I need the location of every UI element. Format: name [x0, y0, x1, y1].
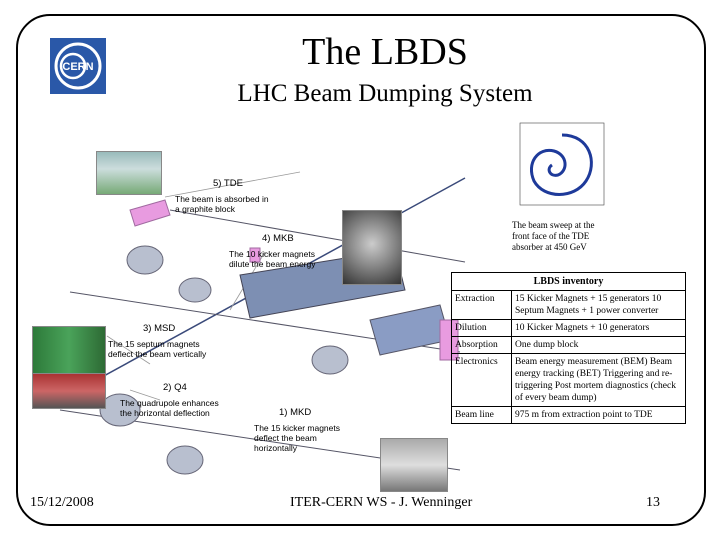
table-row: Electronics Beam energy measurement (BEM… — [451, 353, 686, 407]
inventory-heading: LBDS inventory — [451, 272, 686, 291]
row-key: Extraction — [451, 290, 512, 320]
mkb-title: 4) MKB — [262, 233, 294, 244]
tde-block — [129, 199, 171, 227]
pink-marker-2 — [249, 247, 261, 263]
slide-frame — [16, 14, 706, 526]
table-row: Absorption One dump block — [451, 336, 686, 354]
msd-desc: The 15 septum magnets deflect the beam v… — [108, 339, 207, 359]
page-subtitle: LHC Beam Dumping System — [237, 80, 533, 107]
mkd-photo — [380, 438, 448, 492]
beam-sweep-plot — [510, 115, 610, 215]
row-value: 975 m from extraction point to TDE — [511, 406, 686, 424]
logo-text: CERN — [62, 61, 93, 73]
page-number: 13 — [646, 495, 660, 510]
mkd-title: 1) MKD — [279, 407, 312, 418]
row-value: One dump block — [511, 336, 686, 354]
msd-title: 3) MSD — [143, 323, 176, 334]
tde-desc: The beam is absorbed in a graphite block — [175, 194, 269, 214]
magnet-ring-3 — [99, 393, 141, 427]
row-value: 10 Kicker Magnets + 10 generators — [511, 319, 686, 337]
msd-photo — [32, 326, 106, 374]
mkd-desc: The 15 kicker magnets deflect the beam h… — [254, 423, 340, 453]
table-row: Beam line 975 m from extraction point to… — [451, 406, 686, 424]
mkb-photo — [342, 210, 402, 285]
q4-photo — [32, 373, 106, 409]
mkd-block — [369, 304, 451, 356]
cern-logo: CERN — [50, 38, 106, 94]
q4-desc: The quadrupole enhances the horizontal d… — [120, 398, 219, 418]
row-value: Beam energy measurement (BEM) Beam energ… — [511, 353, 686, 407]
sweep-desc: The beam sweep at the front face of the … — [512, 220, 595, 252]
magnet-ring-1 — [126, 245, 164, 275]
row-key: Absorption — [451, 336, 512, 354]
tde-beam-line — [169, 209, 466, 263]
tde-title: 5) TDE — [213, 178, 243, 189]
page-title: The LBDS — [302, 31, 468, 73]
inventory-table: LBDS inventory Extraction 15 Kicker Magn… — [451, 272, 686, 424]
tde-photo — [96, 151, 162, 195]
table-row: Dilution 10 Kicker Magnets + 10 generato… — [451, 319, 686, 337]
mkb-desc: The 10 kicker magnets dilute the beam en… — [229, 249, 316, 269]
row-key: Beam line — [451, 406, 512, 424]
magnet-ring-5 — [311, 345, 349, 375]
footer-date: 15/12/2008 — [30, 495, 94, 510]
footer-center: ITER-CERN WS - J. Wenninger — [290, 495, 473, 510]
magnet-ring-4 — [166, 445, 204, 475]
table-row: Extraction 15 Kicker Magnets + 15 genera… — [451, 290, 686, 320]
row-value: 15 Kicker Magnets + 15 generators 10 Sep… — [511, 290, 686, 320]
row-key: Dilution — [451, 319, 512, 337]
q4-title: 2) Q4 — [163, 382, 187, 393]
magnet-ring-2 — [178, 277, 212, 303]
row-key: Electronics — [451, 353, 512, 407]
